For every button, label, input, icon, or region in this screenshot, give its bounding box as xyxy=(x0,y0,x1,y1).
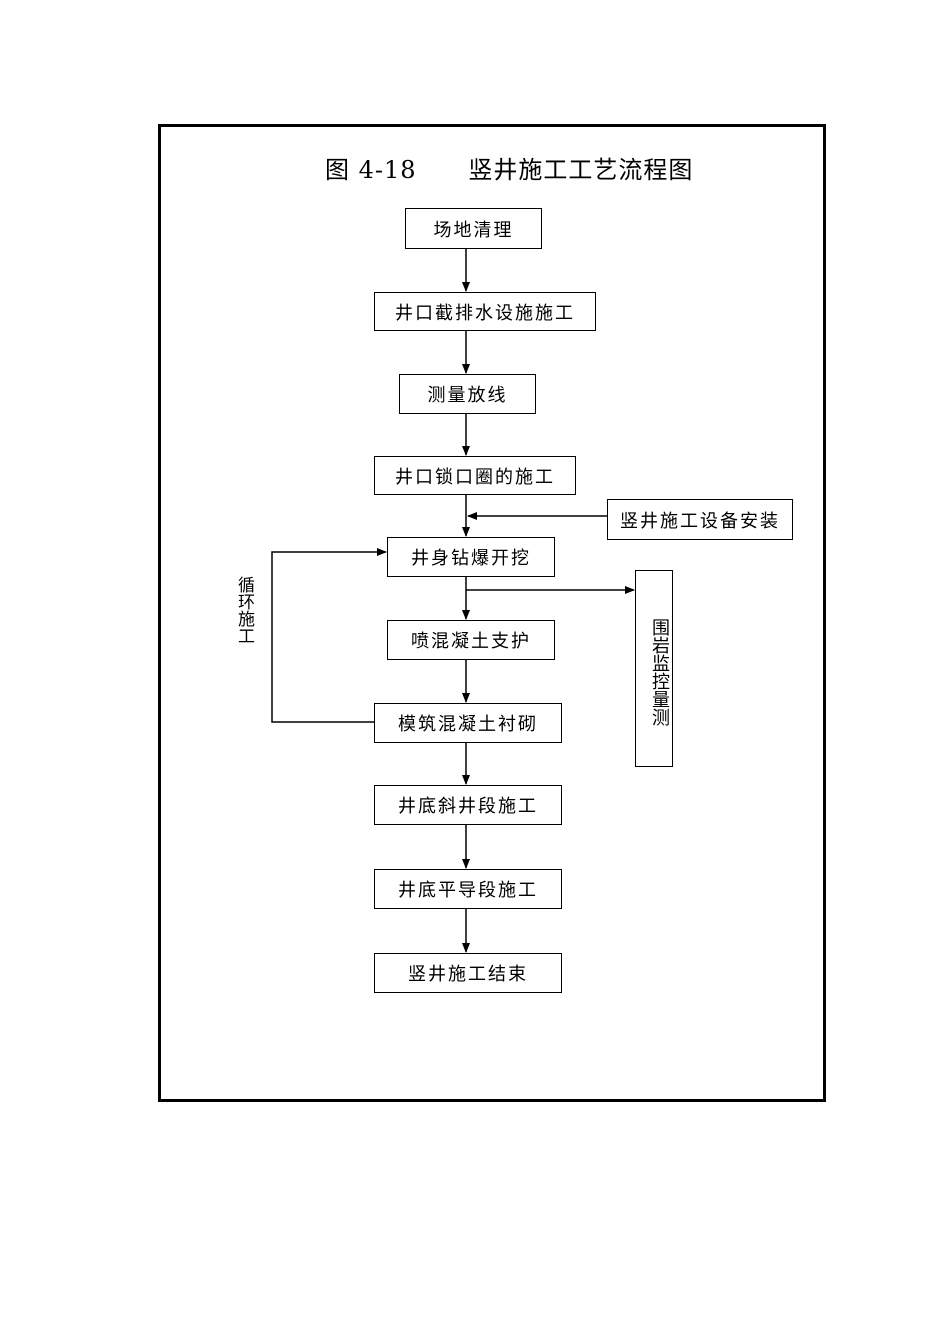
loop-label: 循环施工 xyxy=(234,576,254,644)
node-site-clearing: 场地清理 xyxy=(405,208,542,249)
node-lock-ring: 井口锁口圈的施工 xyxy=(374,456,576,495)
edge-lining-loop-to-blasting xyxy=(271,548,387,723)
node-blasting: 井身钻爆开挖 xyxy=(387,537,555,577)
node-equipment: 竖井施工设备安装 xyxy=(607,499,793,540)
node-adit: 井底平导段施工 xyxy=(374,869,562,909)
node-drainage: 井口截排水设施施工 xyxy=(374,292,596,331)
node-monitoring: 围岩监控量测 xyxy=(635,570,673,767)
diagram-title: 图 4-18 竖井施工工艺流程图 xyxy=(325,156,694,184)
node-incline: 井底斜井段施工 xyxy=(374,785,562,825)
node-survey: 测量放线 xyxy=(399,374,536,414)
node-lining: 模筑混凝土衬砌 xyxy=(374,703,562,743)
node-end: 竖井施工结束 xyxy=(374,953,562,993)
node-shotcrete: 喷混凝土支护 xyxy=(387,620,555,660)
diagram-frame xyxy=(158,124,826,1102)
